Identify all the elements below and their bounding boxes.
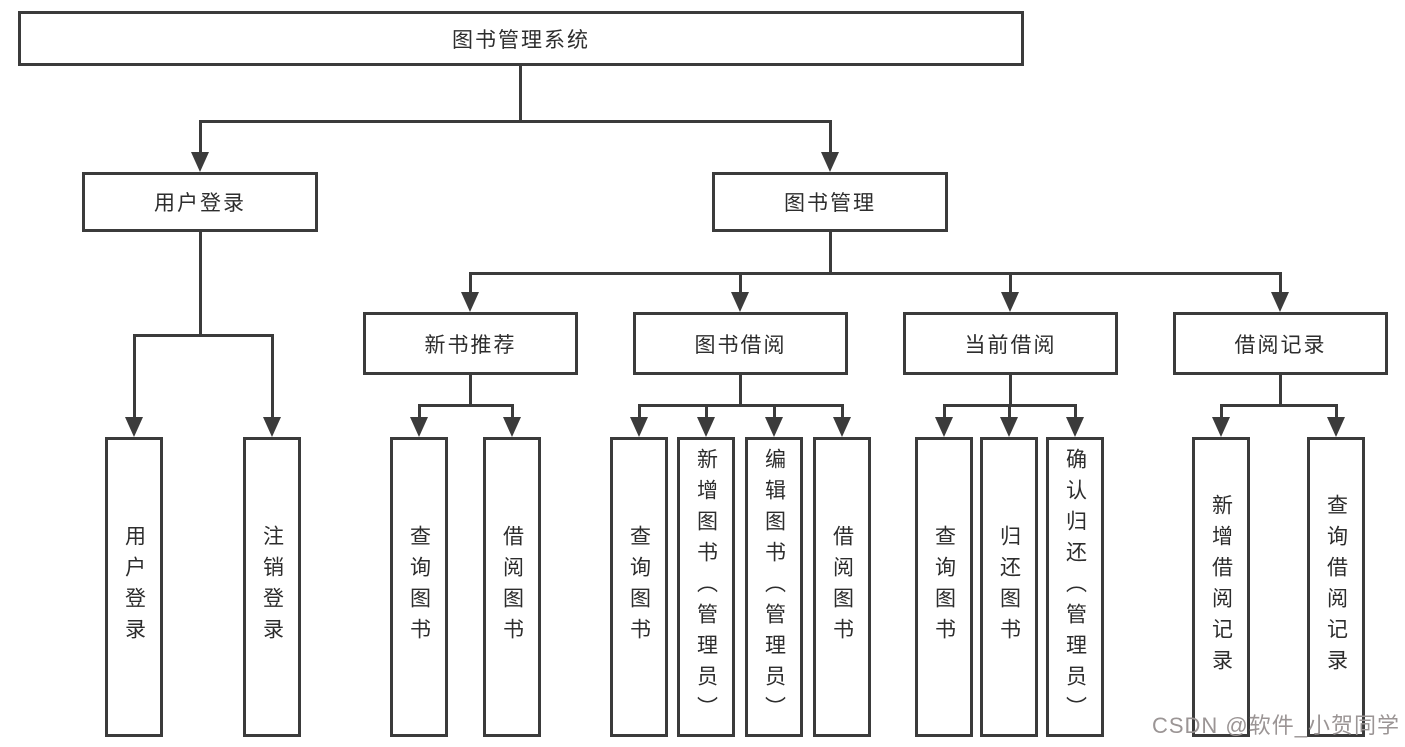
leaf-add-book-admin: 新增图书（管理员） [677, 437, 735, 737]
connector-line [773, 404, 776, 417]
connector-line [829, 120, 832, 154]
leaf-query-book: 查询图书 [610, 437, 668, 737]
connector-line [1220, 404, 1223, 417]
arrow-down-icon [765, 417, 783, 437]
node-label: 编辑图书（管理员） [762, 448, 786, 727]
node-label: 借阅图书 [830, 525, 854, 649]
connector-line [469, 375, 472, 406]
node-book-management: 图书管理 [712, 172, 948, 232]
arrow-down-icon [263, 417, 281, 437]
connector-line [705, 404, 708, 417]
connector-line [739, 375, 742, 406]
connector-line [418, 404, 421, 417]
node-book-borrow: 图书借阅 [633, 312, 848, 375]
leaf-borrow-book: 借阅图书 [483, 437, 541, 737]
connector-line [133, 334, 136, 417]
node-label: 新书推荐 [424, 333, 517, 357]
connector-line [739, 272, 742, 294]
arrow-down-icon [1001, 292, 1019, 312]
arrow-down-icon [731, 292, 749, 312]
node-new-book-recommend: 新书推荐 [363, 312, 578, 375]
connector-line [199, 232, 202, 336]
arrow-down-icon [461, 292, 479, 312]
node-label: 查询图书 [407, 525, 431, 649]
arrow-down-icon [1000, 417, 1018, 437]
connector-line [1074, 404, 1077, 417]
connector-line [418, 404, 514, 407]
node-label: 归还图书 [997, 525, 1021, 649]
leaf-edit-book-admin: 编辑图书（管理员） [745, 437, 803, 737]
node-label: 新增借阅记录 [1209, 494, 1233, 680]
connector-line [1009, 375, 1012, 406]
arrow-down-icon [1327, 417, 1345, 437]
connector-line [271, 334, 274, 417]
node-label: 查询图书 [932, 525, 956, 649]
connector-line [1279, 375, 1282, 406]
leaf-query-book: 查询图书 [915, 437, 973, 737]
connector-line [469, 272, 472, 294]
connector-line [199, 120, 832, 123]
node-label: 借阅记录 [1234, 333, 1327, 357]
node-label: 查询借阅记录 [1324, 494, 1348, 680]
node-user-login: 用户登录 [82, 172, 318, 232]
leaf-query-borrow-record: 查询借阅记录 [1307, 437, 1365, 737]
arrow-down-icon [1212, 417, 1230, 437]
connector-line [638, 404, 843, 407]
node-label: 当前借阅 [964, 333, 1057, 357]
node-root: 图书管理系统 [18, 11, 1024, 66]
arrow-down-icon [630, 417, 648, 437]
connector-line [199, 120, 202, 154]
node-borrow-record: 借阅记录 [1173, 312, 1388, 375]
connector-line [1335, 404, 1338, 417]
arrow-down-icon [410, 417, 428, 437]
node-label: 图书管理系统 [452, 28, 590, 52]
connector-line [829, 232, 832, 274]
watermark: CSDN @软件_小贺同学 [1151, 713, 1400, 738]
node-label: 图书管理 [784, 192, 876, 215]
arrow-down-icon [1271, 292, 1289, 312]
leaf-add-borrow-record: 新增借阅记录 [1192, 437, 1250, 737]
connector-line [1009, 272, 1012, 294]
node-label: 借阅图书 [500, 525, 524, 649]
arrow-down-icon [935, 417, 953, 437]
connector-line [943, 404, 946, 417]
node-label: 新增图书（管理员） [694, 448, 718, 727]
arrow-down-icon [125, 417, 143, 437]
leaf-logout: 注销登录 [243, 437, 301, 737]
connector-line [511, 404, 514, 417]
node-label: 查询图书 [627, 525, 651, 649]
leaf-user-login: 用户登录 [105, 437, 163, 737]
leaf-query-book: 查询图书 [390, 437, 448, 737]
arrow-down-icon [697, 417, 715, 437]
node-label: 注销登录 [260, 525, 284, 649]
connector-line [1279, 272, 1282, 294]
node-current-borrow: 当前借阅 [903, 312, 1118, 375]
connector-line [519, 66, 522, 120]
arrow-down-icon [821, 152, 839, 172]
arrow-down-icon [833, 417, 851, 437]
node-label: 确认归还（管理员） [1063, 448, 1087, 727]
connector-line [469, 272, 1282, 275]
node-label: 用户登录 [122, 525, 146, 649]
arrow-down-icon [1066, 417, 1084, 437]
connector-line [638, 404, 641, 417]
arrow-down-icon [191, 152, 209, 172]
node-label: 用户登录 [154, 192, 246, 215]
leaf-return-book: 归还图书 [980, 437, 1038, 737]
leaf-borrow-book: 借阅图书 [813, 437, 871, 737]
connector-line [841, 404, 844, 417]
arrow-down-icon [503, 417, 521, 437]
connector-line [1008, 404, 1011, 417]
node-label: 图书借阅 [694, 333, 787, 357]
connector-line [1220, 404, 1337, 407]
leaf-confirm-return-admin: 确认归还（管理员） [1046, 437, 1104, 737]
connector-line [133, 334, 274, 337]
